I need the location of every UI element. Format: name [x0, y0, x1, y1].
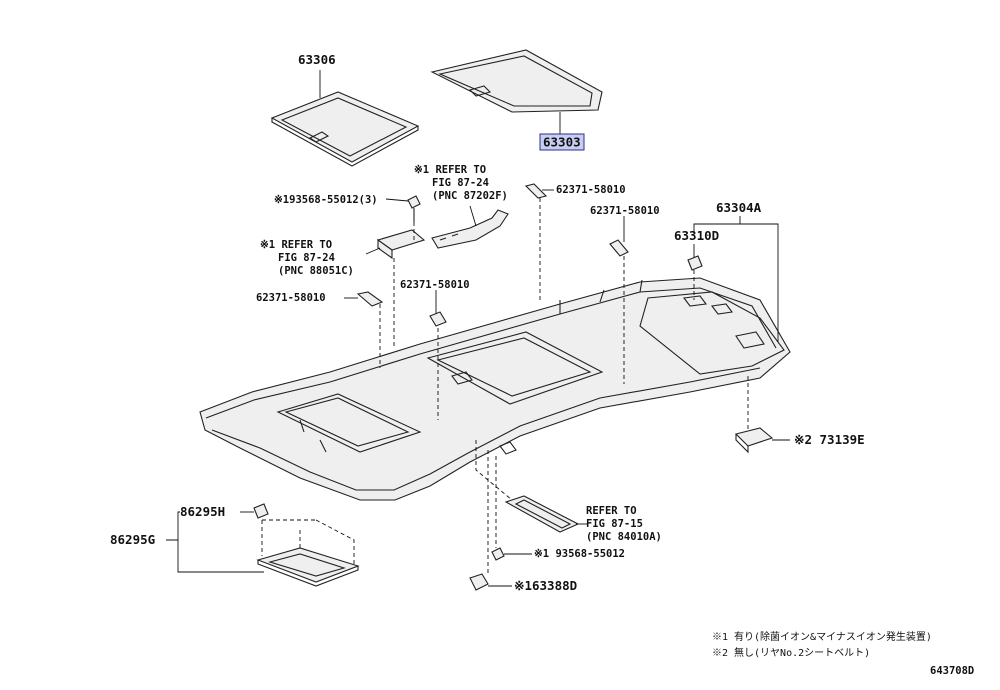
leader-93568-3: [385, 198, 409, 202]
clip-62371-a-part[interactable]: [524, 183, 548, 199]
lamp-84010a-part[interactable]: [504, 495, 580, 533]
label-ref-8724-a3: (PNC 87202F): [432, 190, 508, 202]
roof-headliner-part[interactable]: [199, 277, 791, 501]
label-62371-c[interactable]: 62371-58010: [256, 292, 326, 304]
sunshade-front-part[interactable]: [270, 91, 420, 167]
label-63310d[interactable]: 63310D: [674, 228, 719, 243]
install-dashed-lines: [261, 198, 749, 574]
screw-93568-3-part[interactable]: [407, 195, 421, 222]
sunshade-rear-part[interactable]: [430, 49, 603, 113]
clip-62371-c-part[interactable]: [356, 291, 384, 307]
anchor-cover-73139e-part[interactable]: [734, 427, 774, 454]
leader-63304a: [693, 216, 779, 342]
label-ref-8724-a2: FIG 87-24: [432, 177, 489, 189]
screw-93568-part[interactable]: [491, 547, 505, 561]
label-62371-d[interactable]: 62371-58010: [400, 279, 470, 291]
bracket-88051c-part[interactable]: [376, 229, 426, 260]
clip-62371-b-part[interactable]: [609, 239, 629, 257]
clip-62371-d-part[interactable]: [429, 311, 447, 327]
clip-63310d-part[interactable]: [687, 255, 703, 271]
label-ref-8724-a[interactable]: ※1 REFER TO: [414, 164, 486, 176]
label-86295g[interactable]: 86295G: [110, 532, 155, 547]
note-2: ※2 無し(リヤNo.2シートベルト): [712, 646, 870, 659]
label-ref-8715[interactable]: REFER TO: [586, 505, 637, 517]
label-62371-a[interactable]: 62371-58010: [556, 184, 626, 196]
highlight-63303: [539, 133, 585, 151]
leader-ref-8724-b: [365, 247, 381, 255]
leader-86295g: [166, 511, 264, 573]
figure-id: 643708D: [930, 665, 974, 677]
label-63306[interactable]: 63306: [298, 52, 336, 67]
label-ref-8715-3: (PNC 84010A): [586, 531, 662, 543]
label-ref-8724-b[interactable]: ※1 REFER TO: [260, 239, 332, 251]
label-ref-8724-b2: FIG 87-24: [278, 252, 335, 264]
label-63388d[interactable]: ※163388D: [514, 578, 577, 593]
clip-63388d-part[interactable]: [469, 573, 489, 591]
label-63304a[interactable]: 63304A: [716, 200, 762, 215]
label-86295h[interactable]: 86295H: [180, 504, 225, 519]
duct-assembly-part[interactable]: [431, 209, 509, 249]
label-62371-b[interactable]: 62371-58010: [590, 205, 660, 217]
label-ref-8724-b3: (PNC 88051C): [278, 265, 354, 277]
note-1: ※1 有り(除菌イオン&マイナスイオン発生装置): [712, 630, 932, 643]
label-73139e[interactable]: ※2 73139E: [794, 432, 865, 447]
label-93568-3[interactable]: ※193568-55012(3): [274, 194, 378, 206]
leader-ref-8724-a: [469, 205, 477, 227]
screw-86295h-part[interactable]: [253, 503, 269, 519]
label-63303[interactable]: 63303: [543, 135, 581, 150]
label-ref-8715-2: FIG 87-15: [586, 518, 643, 530]
map-lamp-86295g-part[interactable]: [256, 547, 360, 587]
label-93568[interactable]: ※1 93568-55012: [534, 548, 625, 560]
